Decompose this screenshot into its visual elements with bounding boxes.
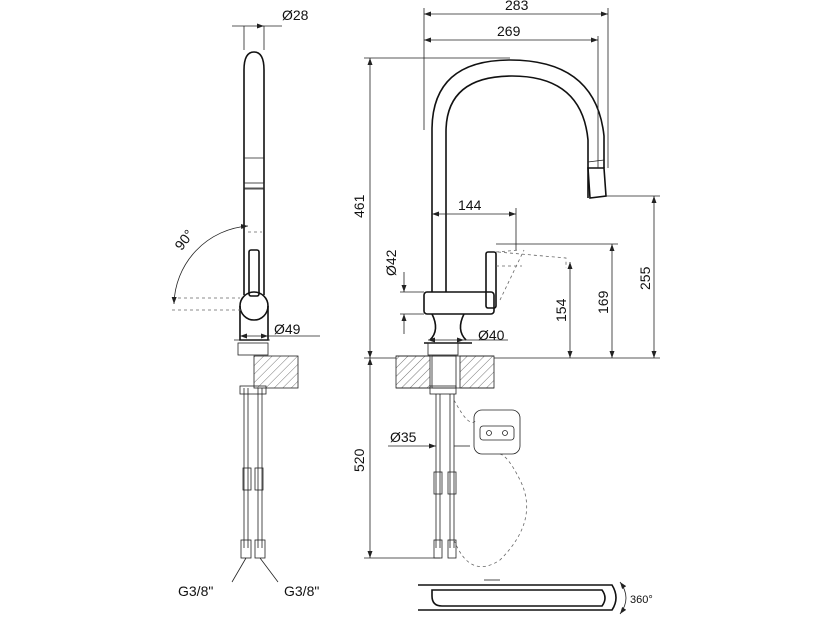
dim-height-169: 169 [595, 290, 611, 314]
dim-reach-lever: 144 [458, 197, 482, 213]
dim-height-255: 255 [637, 266, 653, 290]
dim-width-total: 283 [505, 0, 529, 13]
dim-height-154: 154 [553, 298, 569, 322]
dim-angle: 90° [171, 227, 197, 254]
dim-side-top-diameter: Ø28 [282, 7, 309, 23]
side-view [171, 23, 320, 583]
dim-thread-right: G3/8" [284, 583, 319, 599]
dim-depth-below: 520 [351, 448, 367, 472]
dim-width-inner: 269 [497, 23, 521, 39]
dim-side-body-diameter: Ø49 [274, 321, 301, 337]
dim-thread-left: G3/8" [178, 583, 213, 599]
dim-height-total: 461 [351, 194, 367, 218]
dim-rotation: 360° [630, 594, 653, 606]
front-view [364, 8, 660, 568]
top-view [418, 579, 627, 615]
dim-base-diameter: Ø40 [478, 327, 505, 343]
dim-shank-diameter: Ø35 [390, 429, 417, 445]
dim-lever-diameter: Ø42 [383, 249, 399, 276]
